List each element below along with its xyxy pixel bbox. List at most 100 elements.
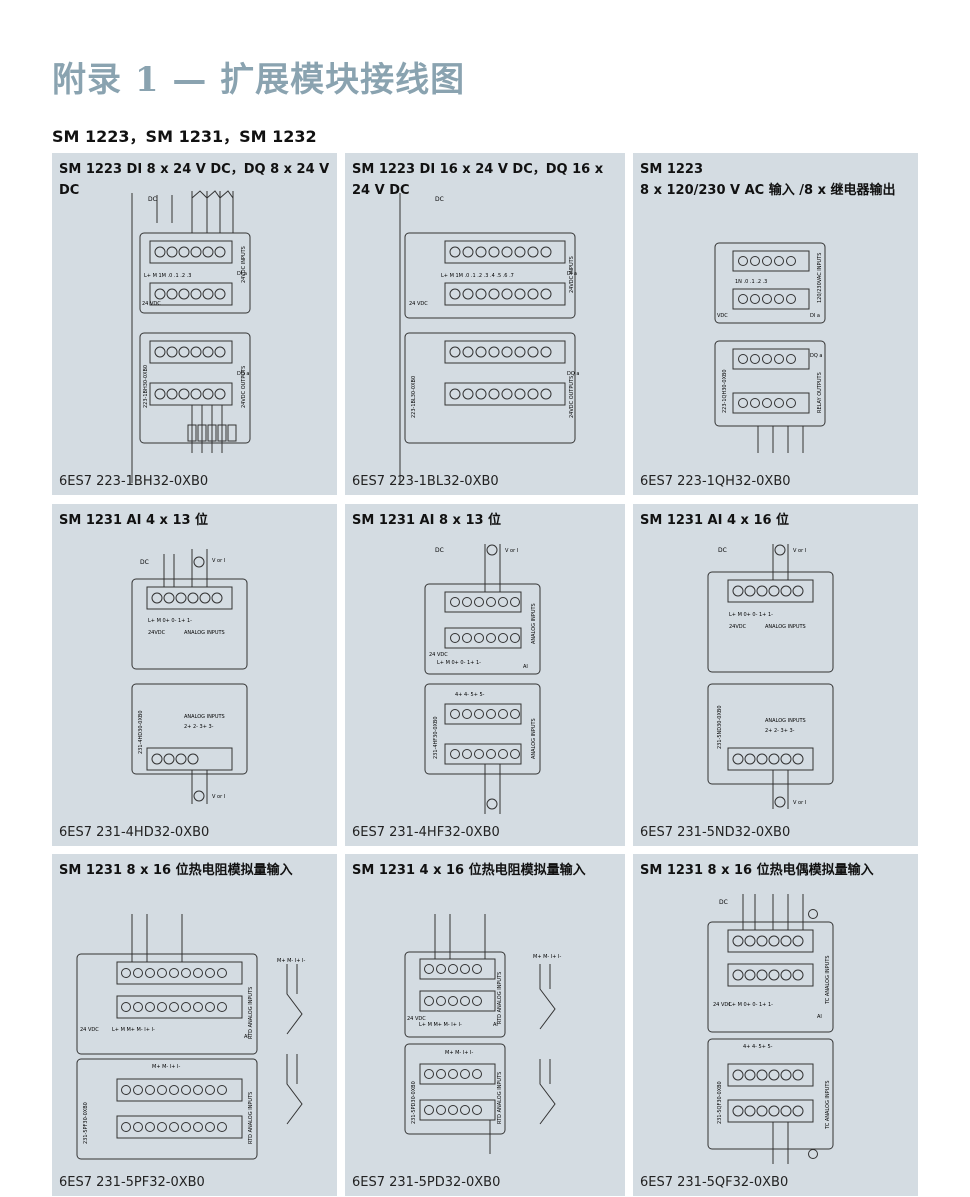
terminals-label: L+ M M+ M- I+ I- <box>112 1027 155 1033</box>
wiring-diagram: DC L+ M 0+ 0- 1+ 1- 24VDC ANALOG INPUTS … <box>707 544 834 809</box>
wiring-diagram: 1N .0 .1 .2 .3 VDC DI a DQ a 120/230VAC … <box>714 242 826 453</box>
di-label: DI a <box>237 271 247 277</box>
panel-title: SM 1231 AI 4 x 13 位 <box>59 513 209 528</box>
terminals2-label: 2+ 2- 3+ 3- <box>184 724 214 730</box>
model-label: 231-5ND30-0XB0 <box>717 705 723 749</box>
supply-label: 24 VDC <box>409 301 428 307</box>
dq-label: DQ a <box>567 371 579 377</box>
inputs-label: ANALOG INPUTS <box>531 603 537 644</box>
terminals-label: L+ M M+ M- I+ I- <box>419 1022 462 1028</box>
part-number: 6ES7 231-4HD32-0XB0 <box>59 825 210 840</box>
inputs-label: ANALOG INPUTS <box>765 624 806 630</box>
inputs-label: TC ANALOG INPUTS <box>825 955 831 1005</box>
inputs-label: RTD ANALOG INPUTS <box>497 972 503 1024</box>
terminals2-label: 4+ 4- 5+ 5- <box>743 1044 773 1050</box>
panel-sm1231-rtd8: SM 1231 8 x 16 位热电阻模拟量输入 L+ M M+ M- I+ I… <box>52 854 337 1196</box>
panel-title: SM 1231 AI 8 x 13 位 <box>352 513 502 528</box>
wiring-diagram: DC L+ M 0+ 0- 1+ 1- 24 VDC 4+ 4- 5+ 5- A… <box>707 894 834 1164</box>
inputs-label: 120/230VAC INPUTS <box>817 253 823 303</box>
panel-sm1223-dc: SM 1223 DI 8 x 24 V DC，DQ 8 x 24 V DC <box>52 153 337 495</box>
panel-sm1231-rtd4: SM 1231 4 x 16 位热电阻模拟量输入 L+ M M+ M- I+ I… <box>345 854 625 1196</box>
page-title: 附录 1 — 扩展模块接线图 <box>52 60 466 100</box>
model-label: 231-4HF30-0XB0 <box>433 716 439 759</box>
terminals2-label: M+ M- I+ I- <box>152 1064 181 1070</box>
supply-label: VDC <box>717 313 728 319</box>
inputs-label: ANALOG INPUTS <box>184 630 225 636</box>
model-label: 223-1QH30-0XB0 <box>722 369 728 413</box>
part-number: 6ES7 223-1QH32-0XB0 <box>640 474 791 489</box>
model-label: 231-5PF30-0XB0 <box>83 1102 89 1144</box>
terminals-label: L+ M 0+ 0- 1+ 1- <box>148 618 192 624</box>
wiring-diagram: L+ M M+ M- I+ I- 24 VDC M+ M- I+ I- M+ M… <box>404 914 562 1154</box>
inputs-label: 24VDC INPUTS <box>241 246 247 283</box>
wiring-diagram: L+ M M+ M- I+ I- 24 VDC M+ M- I+ I- M+ M… <box>76 914 306 1160</box>
panel-title: SM 1223 DI 8 x 24 V DC，DQ 8 x 24 V DC <box>59 162 330 198</box>
terminals-label: L+ M 1M .0 .1 .2 .3 .4 .5 .6 .7 <box>441 273 514 279</box>
dq-label: DQ a <box>810 353 822 359</box>
dc-label: DC <box>140 559 149 566</box>
dc-label: DC <box>148 196 157 203</box>
ai-label: AI <box>244 1034 249 1040</box>
vori-label: V or I <box>793 548 806 554</box>
ai-label: AI <box>523 664 528 670</box>
panel-sm1231-ai8x13: SM 1231 AI 8 x 13 位 DC L+ M 0+ 0- 1+ 1- … <box>345 504 625 846</box>
part-number: 6ES7 231-5PD32-0XB0 <box>352 1175 501 1190</box>
inputs-label-2: RTD ANALOG INPUTS <box>497 1072 503 1124</box>
terminals-label: L+ M 1M .0 .1 .2 .3 <box>144 273 191 279</box>
terminals2-label-legend: M+ M- I+ I- <box>277 958 306 964</box>
dc-label: DC <box>718 547 727 554</box>
wiring-diagram: DC L+ M 0+ 0- 1+ 1- 24 VDC 4+ 4- 5+ 5- A… <box>424 544 541 814</box>
panel-sm1223-dc16: SM 1223 DI 16 x 24 V DC，DQ 16 x 24 V DC … <box>345 153 625 495</box>
wiring-diagram: DC L+ M 0+ 0- 1+ 1- 24VDC ANALOG INPUTS … <box>131 549 248 804</box>
panel-title: SM 1223 DI 16 x 24 V DC，DQ 16 x 24 V DC <box>352 162 604 198</box>
supply-label: 24VDC <box>148 630 166 636</box>
wiring-diagram: DC L+ M 1M .0 .1 .2 .3 .4 .5 .6 .7 24 VD… <box>399 193 579 483</box>
outputs-label: 24VDC OUTPUTS <box>569 376 575 418</box>
supply-label: 24 VDC <box>429 652 448 658</box>
part-number: 6ES7 223-1BH32-0XB0 <box>59 474 209 489</box>
panel-sm1223-ac: SM 1223 8 x 120/230 V AC 输入 /8 x 继电器输出 1… <box>633 153 918 495</box>
vori-label: V or I <box>505 548 518 554</box>
model-label: 231-5QF30-0XB0 <box>717 1081 723 1124</box>
di-label: DI a <box>810 313 820 319</box>
vori-label-2: V or I <box>793 800 806 806</box>
model-label: 223-1BL30-0XB0 <box>411 376 417 418</box>
outputs-label: RELAY OUTPUTS <box>817 372 823 413</box>
panel-sm1231-tc8: SM 1231 8 x 16 位热电偶模拟量输入 DC L+ M 0+ 0- 1… <box>633 854 918 1196</box>
section-title: SM 1223，SM 1231，SM 1232 <box>52 127 317 146</box>
inputs-label-2: RTD ANALOG INPUTS <box>248 1092 254 1144</box>
supply-label: 24 VDC <box>713 1002 732 1008</box>
dc-label: DC <box>719 899 728 906</box>
inputs-label-2: ANALOG INPUTS <box>765 718 806 724</box>
inputs-label-2: ANALOG INPUTS <box>184 714 225 720</box>
ai-label: AI <box>493 1022 498 1028</box>
part-number: 6ES7 223-1BL32-0XB0 <box>352 474 499 489</box>
model-label: 231-5PD30-0XB0 <box>411 1081 417 1124</box>
inputs-label: RTD ANALOG INPUTS <box>248 987 254 1039</box>
dq-label: DQ a <box>237 371 249 377</box>
terminals2-label: 2+ 2- 3+ 3- <box>765 728 795 734</box>
panel-title: SM 1231 8 x 16 位热电偶模拟量输入 <box>640 863 874 878</box>
inputs-label-2: TC ANALOG INPUTS <box>825 1080 831 1130</box>
di-label: DI a <box>567 271 577 277</box>
panel-title: SM 1231 4 x 16 位热电阻模拟量输入 <box>352 863 586 878</box>
terminals2-label-legend: M+ M- I+ I- <box>533 954 562 960</box>
part-number: 6ES7 231-5ND32-0XB0 <box>640 825 791 840</box>
supply-label: 24 VDC <box>142 301 161 307</box>
inputs-label: 24VDC INPUTS <box>569 256 575 293</box>
terminals2-label: 4+ 4- 5+ 5- <box>455 692 485 698</box>
panel-title: SM 1231 8 x 16 位热电阻模拟量输入 <box>59 863 293 878</box>
panel-sm1231-ai4x16: SM 1231 AI 4 x 16 位 DC L+ M 0+ 0- 1+ 1- … <box>633 504 918 846</box>
terminals-label: L+ M 0+ 0- 1+ 1- <box>729 1002 773 1008</box>
supply-label: 24VDC <box>729 624 747 630</box>
model-label: 231-4HD30-0XB0 <box>138 710 144 754</box>
part-number: 6ES7 231-4HF32-0XB0 <box>352 825 500 840</box>
wiring-diagram: DC L+ M 1M .0 .1 .2 .3 24 VDC DI a DQ a … <box>131 190 251 483</box>
dc-label: DC <box>435 196 444 203</box>
panel-sm1231-ai4x13: SM 1231 AI 4 x 13 位 DC L+ M 0+ 0- 1+ 1- … <box>52 504 337 846</box>
part-number: 6ES7 231-5QF32-0XB0 <box>640 1175 789 1190</box>
terminals-label: 1N .0 .1 .2 .3 <box>735 279 767 285</box>
supply-label: 24 VDC <box>407 1016 426 1022</box>
terminals-label: L+ M 0+ 0- 1+ 1- <box>437 660 481 666</box>
terminals2-label: M+ M- I+ I- <box>445 1050 474 1056</box>
